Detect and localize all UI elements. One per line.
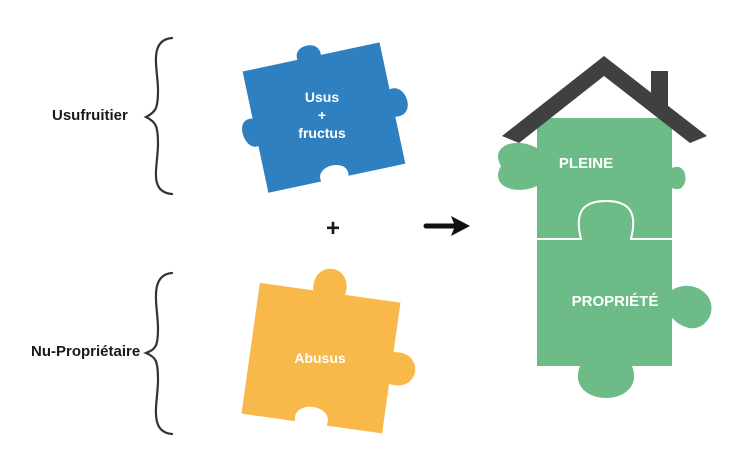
house-bottom-label: PROPRIÉTÉ [572,293,659,310]
house-top-label: PLEINE [559,155,613,172]
blue-piece-line2: + [318,107,326,123]
blue-piece-line1: Usus [305,89,339,105]
curly-brace-icon [143,36,174,196]
roof [502,56,707,143]
arrow-right-icon [423,216,470,236]
house-bottom-piece [537,202,712,398]
usufruitier-label: Usufruitier [52,107,128,124]
house-top-piece [497,118,686,238]
usus-fructus-puzzle-piece: Usus + fructus [242,42,408,193]
yellow-piece-shape [241,268,416,434]
blue-piece-shape [242,42,408,193]
nu-proprietaire-label: Nu-Propriétaire [31,343,141,360]
yellow-piece-label: Abusus [294,350,346,366]
plus-sign: + [326,215,340,242]
blue-piece-line3: fructus [298,125,346,141]
house-seam [537,199,672,240]
house-pleine-propriete: PLEINE PROPRIÉTÉ [497,56,712,398]
curly-brace-icon [143,271,174,436]
abusus-puzzle-piece: Abusus [241,268,416,434]
